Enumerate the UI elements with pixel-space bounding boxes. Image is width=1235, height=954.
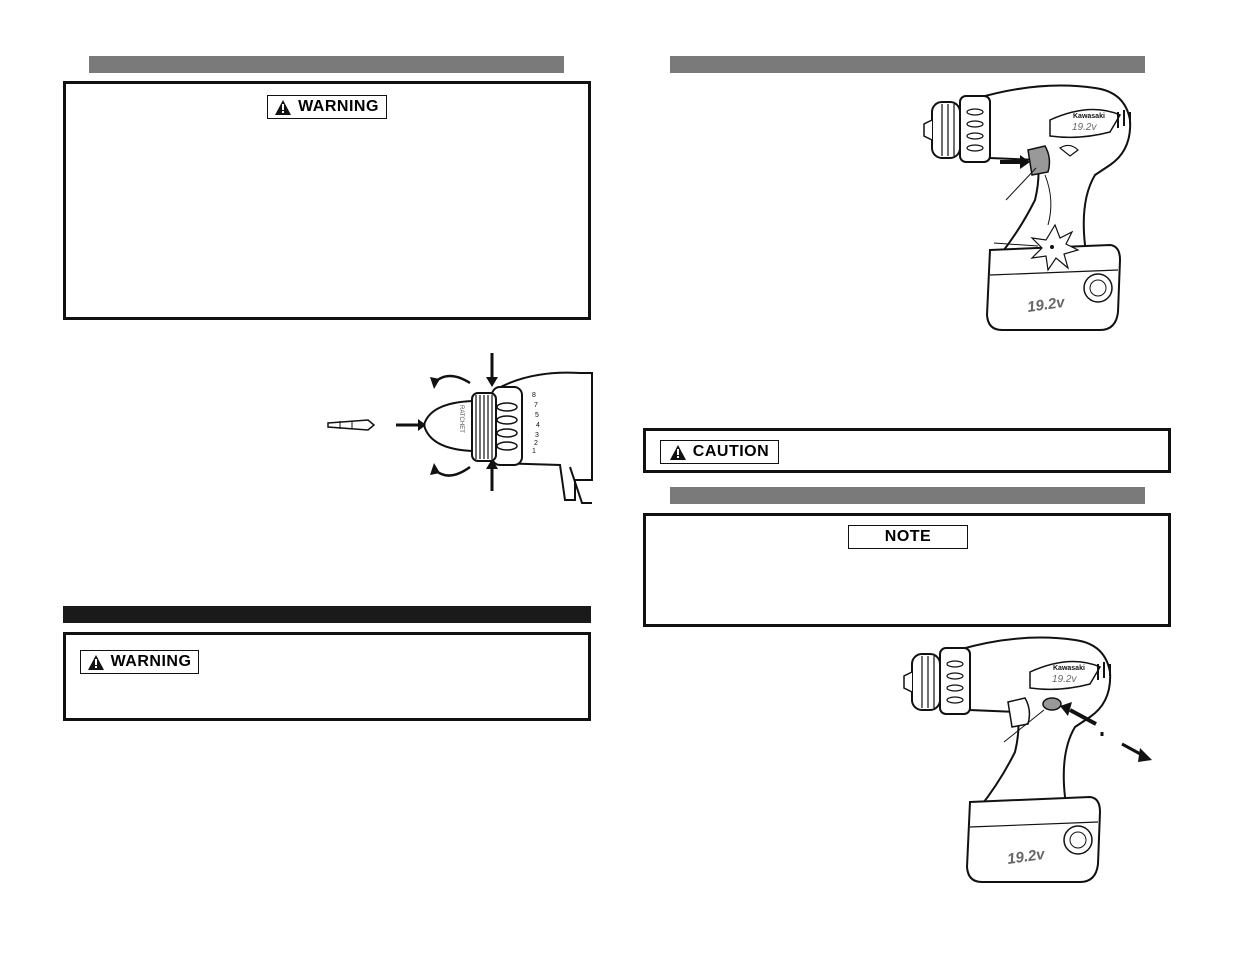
warning-box-top: WARNING [63,81,591,320]
brand-text: Kawasaki [1053,665,1085,672]
warning-box-bottom: WARNING [63,632,591,721]
caution-box: CAUTION [643,428,1171,473]
chuck-bit-figure: 8 7 5 4 321 RATCHET [327,353,593,504]
svg-text:8: 8 [532,392,536,399]
direction-switch [1042,697,1062,711]
svg-text:3: 3 [535,432,539,439]
warning-label-text: WARNING [298,98,379,115]
warning-label-text: WARNING [110,653,192,670]
right-header-bar [670,56,1145,73]
voltage-battery-text: 19.2v [1026,294,1067,316]
note-box: NOTE [643,513,1171,627]
warning-label-top: WARNING [267,95,387,119]
alert-triangle-icon [87,654,104,670]
drill-figure-top: Kawasaki 19.2v 19.2v [923,84,1132,331]
brand-text: Kawasaki [1073,113,1105,120]
right-section-bar [670,487,1145,504]
svg-text:1: 1 [532,448,536,455]
chuck-text: RATCHET [458,405,464,433]
alert-triangle-icon [275,99,292,115]
svg-text:2: 2 [534,440,538,447]
caution-label-text: CAUTION [692,443,770,460]
svg-text:4: 4 [536,422,540,429]
left-header-bar [89,56,564,73]
note-label: NOTE [848,525,968,549]
drill-figure-bottom: Kawasaki 19.2v 19.2v [903,636,1152,883]
note-label-text: NOTE [884,528,932,545]
svg-text:7: 7 [534,402,538,409]
alert-triangle-icon [669,444,686,460]
voltage-body-text: 19.2v [1052,674,1077,685]
left-section-bar [63,606,591,623]
voltage-body-text: 19.2v [1072,122,1097,133]
svg-text:5: 5 [535,412,539,419]
warning-label-bottom: WARNING [80,650,199,674]
voltage-battery-text: 19.2v [1006,846,1047,868]
led-burst-icon [1030,223,1080,272]
caution-label: CAUTION [660,440,779,464]
